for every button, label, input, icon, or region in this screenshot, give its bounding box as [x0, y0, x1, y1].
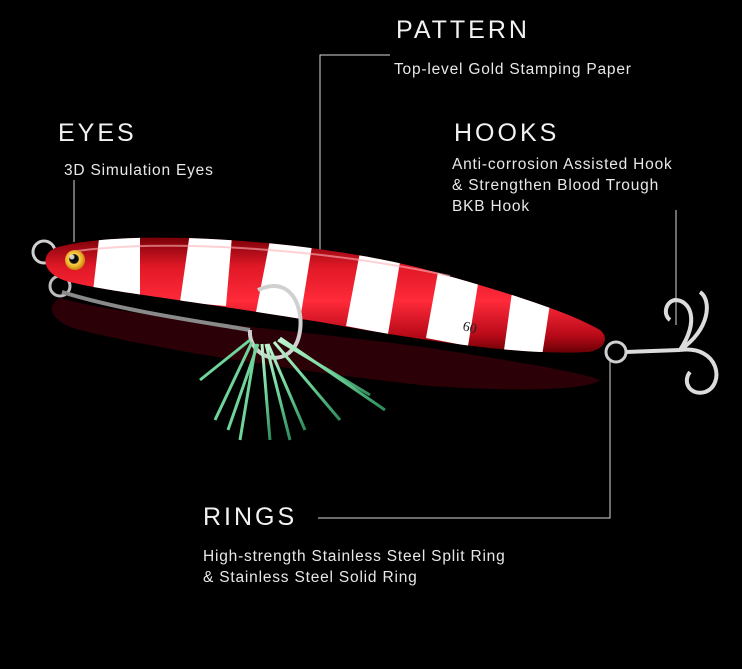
hooks-description-line-2: & Strengthen Blood Trough	[452, 177, 659, 194]
rings-description-line-2: & Stainless Steel Solid Ring	[203, 569, 418, 586]
eyes-description-line: 3D Simulation Eyes	[64, 162, 214, 179]
callout-lines	[73, 54, 677, 519]
rear-split-ring	[604, 340, 628, 364]
eyes-description: 3D Simulation Eyes	[64, 160, 214, 181]
lure-skirt	[199, 336, 386, 441]
rings-description: High-strength Stainless Steel Split Ring…	[203, 546, 506, 588]
rings-description-line-1: High-strength Stainless Steel Split Ring	[203, 548, 506, 565]
pattern-description: Top-level Gold Stamping Paper	[394, 59, 632, 80]
hooks-description-line-3: BKB Hook	[452, 198, 530, 215]
lure-body	[45, 237, 605, 353]
hooks-title: HOOKS	[454, 119, 560, 147]
rings-leader-line	[318, 360, 611, 519]
pattern-description-line: Top-level Gold Stamping Paper	[394, 61, 632, 78]
rings-title: RINGS	[203, 503, 298, 531]
lure-eye	[65, 250, 85, 270]
assist-cord	[61, 290, 251, 332]
eyes-title: EYES	[58, 119, 137, 147]
treble-hook	[625, 290, 719, 395]
pattern-title: PATTERN	[396, 16, 530, 44]
hooks-description-line-1: Anti-corrosion Assisted Hook	[452, 156, 673, 173]
pattern-leader-line	[319, 54, 390, 265]
weight-marking: 60	[461, 319, 478, 337]
hooks-description: Anti-corrosion Assisted Hook & Strengthe…	[452, 154, 673, 217]
